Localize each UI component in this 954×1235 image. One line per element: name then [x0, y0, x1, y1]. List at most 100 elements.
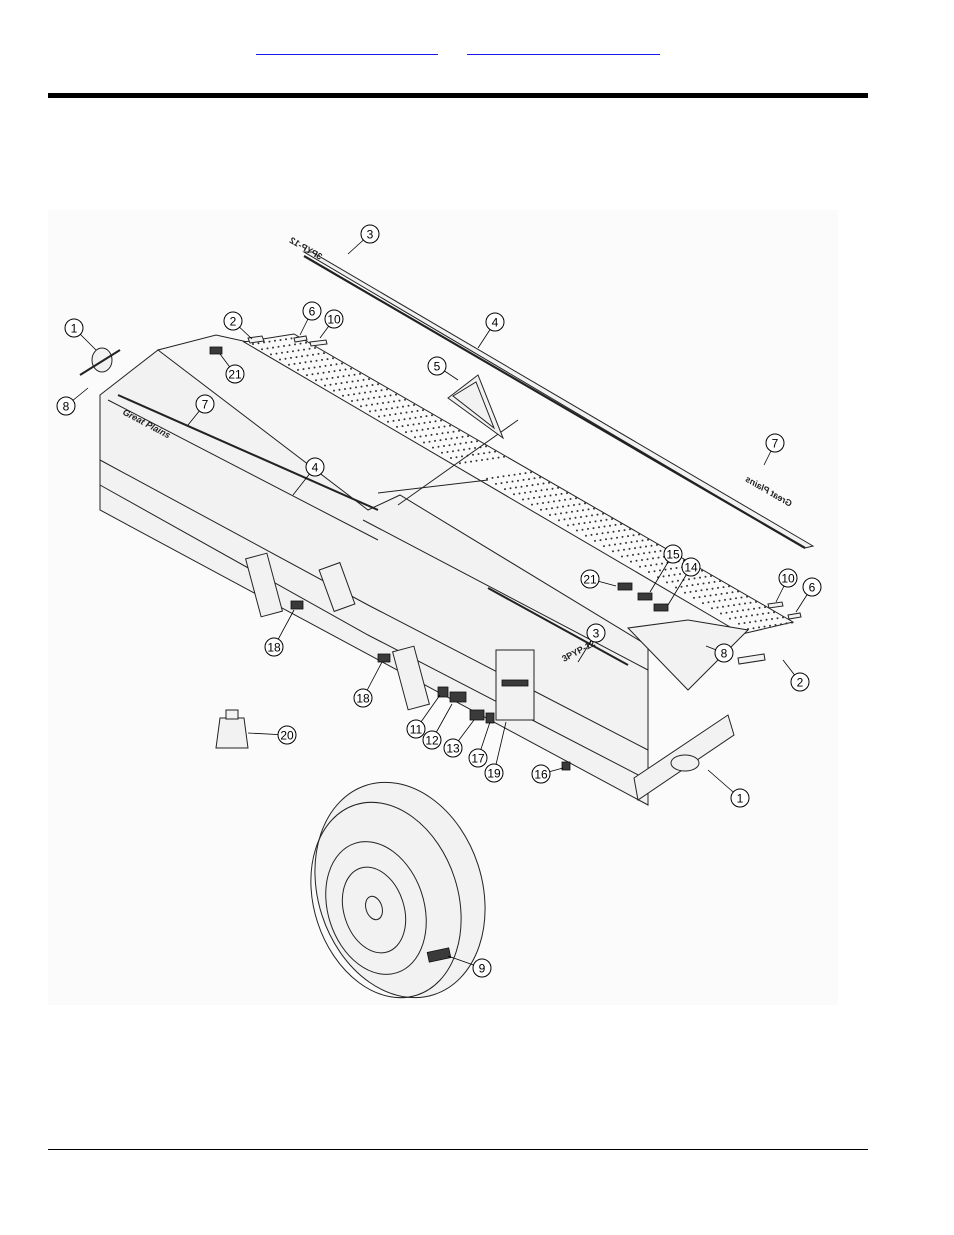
walkboard-hole	[405, 431, 407, 433]
walkboard-hole	[413, 424, 415, 426]
walkboard-hole	[622, 536, 624, 538]
walkboard-hole	[564, 499, 566, 501]
walkboard-hole	[330, 384, 332, 386]
walkboard-hole	[726, 592, 728, 594]
walkboard-hole	[305, 342, 307, 344]
walkboard-hole	[377, 383, 379, 385]
walkboard-hole	[537, 503, 539, 505]
walkboard-hole	[369, 410, 371, 412]
walkboard-hole	[438, 446, 440, 448]
walkboard-hole	[616, 537, 618, 539]
decal-13	[470, 710, 484, 720]
walkboard-hole	[381, 389, 383, 391]
walkboard-hole	[524, 492, 526, 494]
walkboard-hole	[495, 483, 497, 485]
walkboard-hole	[758, 626, 760, 628]
walkboard-hole	[552, 488, 554, 490]
walkboard-hole	[315, 379, 317, 381]
callout-number: 1	[737, 792, 744, 806]
walkboard-hole	[408, 405, 410, 407]
walkboard-hole	[440, 420, 442, 422]
walkboard-hole	[623, 549, 625, 551]
walkboard-hole	[463, 449, 465, 451]
walkboard-hole	[555, 513, 557, 515]
walkboard-hole	[360, 405, 362, 407]
callout-number: 10	[327, 313, 341, 327]
walkboard-hole	[368, 378, 370, 380]
walkboard-hole	[420, 436, 422, 438]
walkboard-hole	[526, 485, 528, 487]
walkboard-hole	[292, 350, 294, 352]
walkboard-hole	[710, 575, 712, 577]
strip-10-right	[768, 602, 783, 608]
walkboard-hole	[753, 627, 755, 629]
walkboard-hole	[735, 597, 737, 599]
walkboard-hole	[445, 438, 447, 440]
walkboard-hole	[384, 415, 386, 417]
walkboard-hole	[451, 438, 453, 440]
walkboard-hole	[672, 581, 674, 583]
walkboard-hole	[712, 588, 714, 590]
walkboard-hole	[775, 624, 777, 626]
header-link-2[interactable]	[467, 36, 660, 55]
walkboard-hole	[636, 540, 638, 542]
walkboard-hole	[602, 532, 604, 534]
walkboard-hole	[534, 477, 536, 479]
walkboard-hole	[676, 567, 678, 569]
walkboard-hole	[726, 612, 728, 614]
walkboard-hole	[289, 344, 291, 346]
walkboard-hole	[503, 475, 505, 477]
walkboard-hole	[402, 406, 404, 408]
walkboard-hole	[307, 355, 309, 357]
walkboard-hole	[769, 625, 771, 627]
walkboard-hole	[319, 366, 321, 368]
walkboard-hole	[432, 447, 434, 449]
walkboard-hole	[540, 509, 542, 511]
walkboard-hole	[442, 432, 444, 434]
strip-brand-decal: Great Plains	[744, 474, 794, 509]
walkboard-hole	[755, 620, 757, 622]
walkboard-hole	[735, 617, 737, 619]
walkboard-hole	[573, 504, 575, 506]
walkboard-hole	[609, 525, 611, 527]
walkboard-hole	[465, 442, 467, 444]
walkboard-hole	[380, 409, 382, 411]
manual-holder-decal	[502, 680, 528, 686]
walkboard-hole	[456, 437, 458, 439]
walkboard-hole	[390, 394, 392, 396]
walkboard-hole	[465, 461, 467, 463]
walkboard-hole	[299, 362, 301, 364]
walkboard-hole	[309, 348, 311, 350]
walkboard-hole	[288, 364, 290, 366]
decal-17	[486, 713, 494, 723]
walkboard-hole	[504, 488, 506, 490]
walkboard-hole	[755, 601, 757, 603]
walkboard-hole	[523, 479, 525, 481]
walkboard-hole	[760, 620, 762, 622]
header-link-1[interactable]	[256, 36, 438, 55]
walkboard-hole	[627, 535, 629, 537]
walkboard-hole	[652, 557, 654, 559]
walkboard-hole	[388, 401, 390, 403]
walkboard-hole	[633, 534, 635, 536]
walkboard-hole	[429, 421, 431, 423]
walkboard-hole	[487, 458, 489, 460]
walkboard-hole	[453, 431, 455, 433]
walkboard-hole	[693, 597, 695, 599]
walkboard-hole	[551, 507, 553, 509]
strip-10-left	[310, 340, 327, 346]
walkboard-hole	[323, 372, 325, 374]
walkboard-hole	[668, 575, 670, 577]
walkboard-hole	[719, 600, 721, 602]
walkboard-hole	[501, 482, 503, 484]
callout-number: 1	[71, 322, 78, 336]
walkboard-hole	[278, 346, 280, 348]
walkboard-hole	[359, 373, 361, 375]
walkboard-hole	[321, 379, 323, 381]
walkboard-hole	[751, 614, 753, 616]
callout-number: 3	[593, 627, 600, 641]
walkboard-hole	[486, 478, 488, 480]
walkboard-hole	[406, 412, 408, 414]
walkboard-hole	[732, 591, 734, 593]
walkboard-hole	[739, 603, 741, 605]
